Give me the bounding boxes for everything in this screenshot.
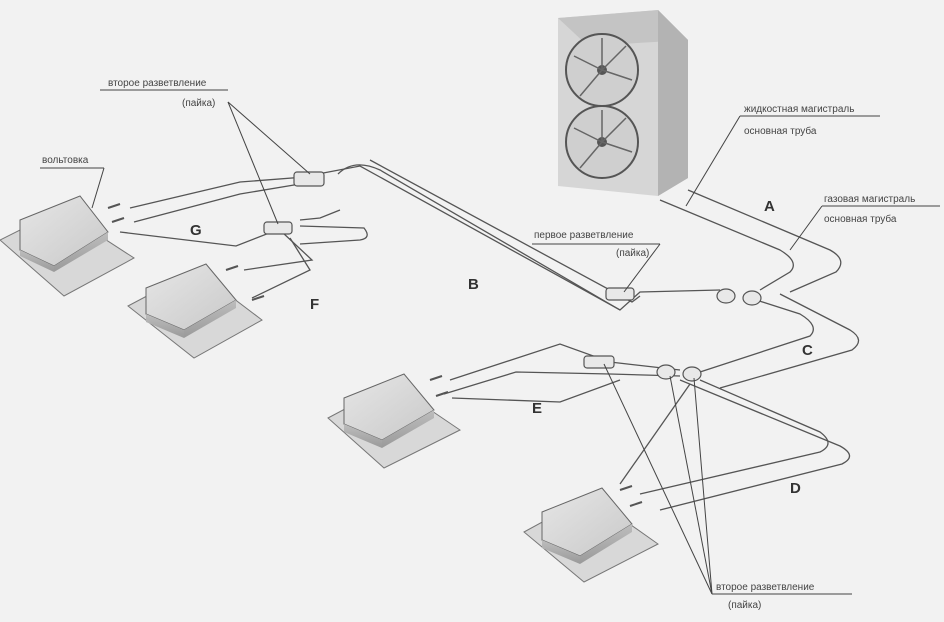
- indoor-unit-e: [327, 373, 461, 469]
- segment-e: E: [532, 400, 543, 417]
- outdoor-unit: [558, 10, 688, 196]
- leader-lines: [40, 89, 940, 595]
- segment-a: A: [764, 198, 775, 215]
- segment-g: G: [190, 222, 202, 239]
- branch2-top-label: второе разветвление: [108, 78, 207, 89]
- gas-main-sublabel: основная труба: [824, 214, 897, 225]
- segment-d: D: [790, 480, 801, 497]
- segment-c: C: [802, 342, 813, 359]
- indoor-unit-d: [523, 487, 659, 583]
- branch2-bottom-label: второе разветвление: [716, 582, 815, 593]
- branch2-bottom-sublabel: (пайка): [728, 600, 762, 611]
- liquid-main-label: жидкостная магистраль: [744, 104, 855, 115]
- indoor-unit-label: вольтовка: [42, 155, 89, 166]
- segment-b: B: [468, 276, 479, 293]
- branch2-top-sublabel: (пайка): [182, 98, 216, 109]
- indoor-unit-g: [0, 195, 135, 297]
- liquid-main-sublabel: основная труба: [744, 126, 817, 137]
- indoor-unit-f: [127, 263, 263, 359]
- branch-fittings: [263, 171, 762, 382]
- branch1-sublabel: (пайка): [616, 248, 650, 259]
- branch1-label: первое разветвление: [534, 230, 634, 241]
- flow-arrows: [107, 203, 643, 507]
- gas-main-label: газовая магистраль: [824, 194, 916, 205]
- segment-f: F: [310, 296, 320, 313]
